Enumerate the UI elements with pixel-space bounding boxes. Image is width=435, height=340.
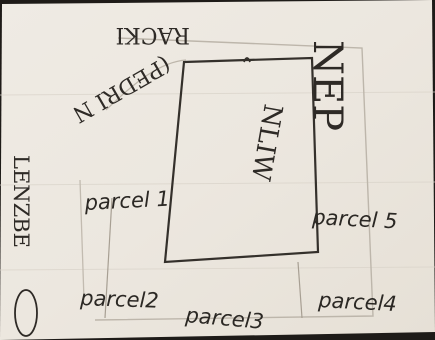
central-block — [163, 56, 320, 264]
left-label-circle — [14, 289, 38, 337]
parcel-4-label: parcel4 — [317, 288, 398, 316]
left-frame-line — [79, 179, 85, 301]
paper-rules — [0, 91, 435, 271]
parcel-divisions — [104, 197, 303, 319]
parcel-1-label: parcel 1 — [83, 187, 170, 215]
left-label: LENZBE — [9, 155, 33, 248]
outer-frame — [94, 37, 374, 321]
parcel-2-label: parcel2 — [79, 286, 159, 313]
top-right-label: RACKI — [116, 22, 190, 47]
central-block-notch — [243, 57, 251, 63]
arc-boundary — [105, 59, 187, 111]
parcel-5-label: parcel 5 — [311, 205, 398, 233]
right-label: NEP — [304, 40, 350, 131]
